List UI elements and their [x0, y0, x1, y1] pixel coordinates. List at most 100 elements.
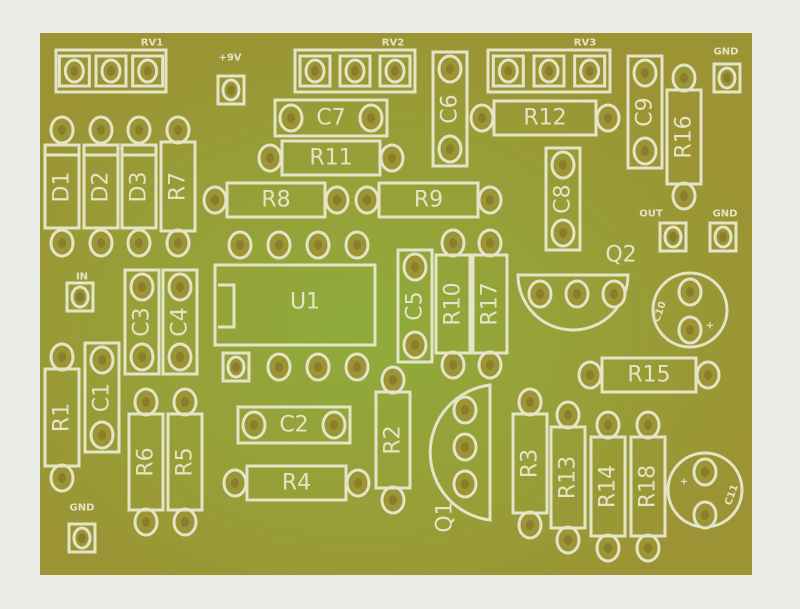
- silkscreen-label: R9: [414, 188, 443, 213]
- trimmer-rv3: RV3: [486, 38, 612, 94]
- drill-hole: [686, 287, 694, 297]
- component-outline: [396, 248, 434, 364]
- resistor-r3: R3: [511, 387, 549, 540]
- component-outline: [43, 367, 81, 468]
- component-outline: [213, 263, 377, 347]
- component-outline: [589, 435, 627, 538]
- capacitor-c9: C9: [626, 54, 664, 170]
- trimmer-rv1: RV1: [54, 38, 168, 94]
- silkscreen-label: +9V: [218, 53, 241, 64]
- drill-hole: [686, 325, 694, 335]
- silkscreen-label: R4: [282, 471, 311, 496]
- resistor-r5: R5: [166, 387, 204, 537]
- silkscreen-label: C4: [168, 307, 193, 336]
- pin1-notch: [218, 283, 236, 329]
- capacitor-c5: C5: [396, 248, 434, 364]
- silkscreen-label: D3: [127, 172, 152, 203]
- pad-square: [216, 74, 246, 106]
- pad-square: [378, 54, 412, 88]
- component-outline: [374, 390, 412, 490]
- drill-hole: [723, 73, 731, 83]
- pad-square: [658, 221, 688, 253]
- component-outline: [161, 268, 199, 376]
- drill-hole: [564, 535, 572, 545]
- component-outline: [83, 341, 121, 454]
- drill-hole: [669, 232, 677, 242]
- pad-square: [573, 54, 607, 88]
- drill-hole: [526, 397, 534, 407]
- silkscreen-label: C1: [90, 383, 115, 412]
- silkscreen-label: R5: [173, 447, 198, 476]
- drill-hole: [644, 543, 652, 553]
- drill-hole: [536, 289, 544, 299]
- drill-hole: [604, 543, 612, 553]
- pad-square: [221, 351, 251, 383]
- component-outline: [236, 405, 352, 445]
- resistor-r14: R14: [589, 410, 627, 563]
- silkscreen-label: RV3: [574, 38, 596, 49]
- silkscreen-label: R10: [441, 282, 466, 325]
- component-outline: [511, 412, 549, 515]
- pad-square: [491, 54, 525, 88]
- component-outline: [471, 253, 509, 355]
- drill-hole: [143, 66, 152, 76]
- drill-hole: [353, 362, 361, 372]
- drill-hole: [314, 362, 322, 372]
- drill-hole: [363, 195, 371, 205]
- silkscreen-label: R13: [556, 456, 581, 499]
- silkscreen-label: R16: [672, 115, 697, 158]
- drill-hole: [142, 397, 150, 407]
- drill-hole: [97, 125, 105, 135]
- ic-u1: U1: [213, 230, 377, 383]
- resistor-r18: R18: [629, 410, 667, 563]
- drill-hole: [176, 282, 184, 292]
- drill-hole: [701, 467, 709, 477]
- drill-hole: [559, 160, 567, 170]
- drill-hole: [236, 240, 244, 250]
- silkscreen-label: U1: [290, 290, 320, 315]
- drill-hole: [641, 146, 649, 156]
- drill-hole: [610, 289, 618, 299]
- diode-d2: D2: [82, 115, 120, 258]
- drill-hole: [227, 85, 235, 95]
- drill-hole: [78, 533, 86, 543]
- silkscreen-label: Q1: [433, 501, 458, 532]
- silkscreen-label: R8: [261, 188, 290, 213]
- diode-d3: D3: [120, 115, 158, 258]
- capacitor-c3: C3: [123, 268, 161, 376]
- diode-d1: D1: [43, 115, 81, 258]
- resistor-r17: R17: [471, 228, 509, 380]
- transistor-q1: Q1: [428, 383, 492, 533]
- silkscreen-label: GND: [714, 47, 739, 58]
- drill-hole: [275, 362, 283, 372]
- drill-hole: [351, 66, 359, 76]
- silkscreen-label: RV2: [382, 38, 404, 49]
- drill-hole: [389, 375, 397, 385]
- drill-hole: [719, 232, 727, 242]
- drill-hole: [314, 240, 322, 250]
- drill-hole: [250, 420, 258, 430]
- pad-square: [532, 54, 566, 88]
- component-outline: [377, 181, 480, 219]
- drill-hole: [76, 292, 84, 302]
- drill-hole: [545, 66, 553, 76]
- resistor-r2: R2: [374, 365, 412, 515]
- component-outline: [127, 412, 165, 512]
- drill-hole: [585, 66, 594, 76]
- drill-hole: [604, 420, 612, 430]
- drill-hole: [526, 520, 534, 530]
- drill-hole: [97, 238, 105, 248]
- drill-hole: [135, 125, 143, 135]
- component-outline: [43, 143, 81, 230]
- drill-hole: [367, 113, 375, 123]
- drill-hole: [176, 352, 184, 362]
- component-outline: [123, 268, 161, 376]
- component-outline: [549, 425, 587, 530]
- silkscreen-label: IN: [76, 272, 88, 283]
- terminal-out: OUT: [639, 209, 688, 253]
- component-outline: [431, 50, 469, 168]
- silkscreen-label: C8: [551, 184, 576, 213]
- drill-hole: [354, 478, 362, 488]
